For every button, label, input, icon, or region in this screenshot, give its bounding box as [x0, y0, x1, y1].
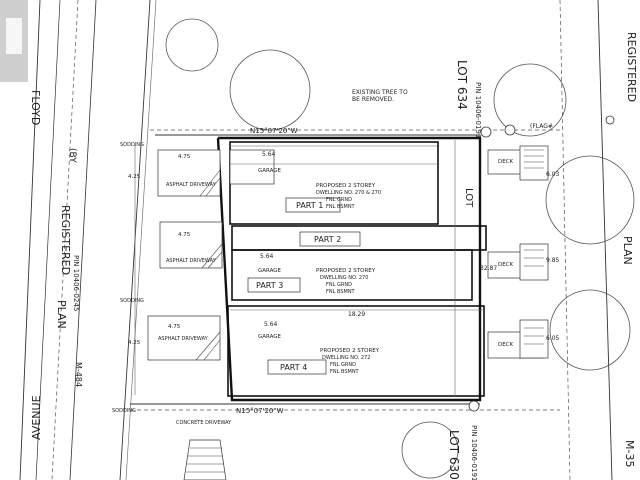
- tree-flag-label: (FLAG#: [530, 123, 553, 130]
- garage-3-label: GARAGE: [258, 334, 282, 340]
- bearing-top: N15°07'20"W: [250, 127, 298, 135]
- part-1-label: PART 1: [296, 201, 323, 210]
- dim-front1: 4.25: [128, 174, 141, 180]
- dwelling-1-line-2: DWELLING NO. 270 & 270: [316, 190, 381, 196]
- m484-label: M-484: [74, 362, 83, 387]
- dim-v4: 6.05: [546, 335, 560, 342]
- dim-w2: 5.64: [260, 253, 274, 260]
- m35-label: M-35: [623, 440, 636, 467]
- concrete-driveway-label: CONCRETE DRIVEWAY: [176, 420, 232, 426]
- plan-right-label: PLAN: [621, 236, 634, 265]
- sodding-1-label: SODDING: [120, 142, 144, 148]
- dwelling-2-line-2: DWELLING NO. 270: [320, 275, 368, 281]
- registered-right-label: REGISTERED: [625, 32, 638, 102]
- dimension-lines: [134, 140, 484, 396]
- dwelling-3-line-3: FNL GRND: [330, 362, 356, 368]
- registered-left-label: REGISTERED: [59, 205, 72, 275]
- sodding-3-label: SODDING: [112, 408, 136, 414]
- plan-left-label: PLAN: [55, 300, 68, 329]
- lot-mid-label: LOT: [463, 188, 474, 208]
- garage-2-label: GARAGE: [258, 268, 282, 274]
- pin-left-label: PIN 10406-0245: [72, 255, 80, 311]
- part-4-label: PART 4: [280, 363, 307, 372]
- lot630-label: LOT 630: [447, 430, 461, 480]
- decks-and-stairs: [487, 145, 549, 359]
- dwelling-2-line-4: FNL BSMNT: [326, 289, 356, 295]
- deck-3-label: DECK: [498, 342, 514, 348]
- dim-w1: 5.64: [262, 151, 276, 158]
- pin-bottom-label: PIN 10406-0191: [470, 425, 478, 480]
- deck-2-label: DECK: [498, 262, 514, 268]
- house-part-1: [229, 141, 439, 225]
- dim-side1: 4.75: [178, 154, 191, 160]
- dim-side2: 4.75: [178, 232, 191, 238]
- driveway-2-label: ASPHALT DRIVEWAY: [166, 258, 217, 264]
- deck-1-label: DECK: [498, 159, 514, 165]
- dwelling-2-line-1: PROPOSED 2 STOREY: [316, 268, 376, 274]
- dim-v2: 9.85: [546, 257, 560, 264]
- part-2-label: PART 2: [314, 235, 341, 244]
- pin-top-label: PIN 10406-0191: [474, 82, 482, 138]
- garage-1-label: GARAGE: [258, 168, 282, 174]
- by-label: (BY: [67, 148, 77, 163]
- dwelling-3-line-4: FNL BSMNT: [330, 369, 360, 375]
- sodding-2-label: SODDING: [120, 298, 144, 304]
- bottom-steps: [183, 439, 227, 480]
- avenue-label: AVENUE: [30, 395, 43, 440]
- dwelling-2-line-3: FNL GRND: [326, 282, 352, 288]
- existing-tree-note: EXISTING TREE TO: [352, 89, 408, 96]
- dim-side3: 4.75: [168, 324, 181, 330]
- lot634-label: LOT 634: [455, 60, 469, 110]
- driveway-areas: [147, 149, 223, 361]
- right-registered-plan-boundary: [559, 0, 613, 480]
- existing-tree-note-2: BE REMOVED.: [352, 96, 394, 103]
- dwelling-1-line-1: PROPOSED 2 STOREY: [316, 183, 376, 189]
- survey-marks: [468, 115, 615, 412]
- dwelling-3-line-2: DWELLING NO. 272: [322, 355, 370, 361]
- bearing-bottom: N15°07'20"W: [236, 407, 284, 415]
- dim-v1: 32.87: [480, 265, 497, 272]
- driveway-1-label: ASPHALT DRIVEWAY: [166, 182, 217, 188]
- dwelling-3-line-1: PROPOSED 2 STOREY: [320, 348, 380, 354]
- dim-len3: 18.29: [348, 311, 365, 318]
- dim-v3: 6.03: [546, 171, 560, 178]
- dwelling-1-line-3: FNL GRND: [326, 197, 352, 203]
- floyd-avenue-road: [19, 0, 157, 480]
- watermark-logo: [0, 0, 28, 82]
- house-part-4: [227, 305, 485, 397]
- dim-front2: 4.25: [128, 340, 141, 346]
- part-3-label: PART 3: [256, 281, 283, 290]
- floyd-label: FLOYD: [29, 90, 42, 125]
- driveway-3-label: ASPHALT DRIVEWAY: [158, 336, 209, 342]
- house-part-3: [231, 249, 473, 301]
- dim-w3: 5.64: [264, 321, 278, 328]
- dwelling-1-line-4: FNL BSMNT: [326, 204, 356, 210]
